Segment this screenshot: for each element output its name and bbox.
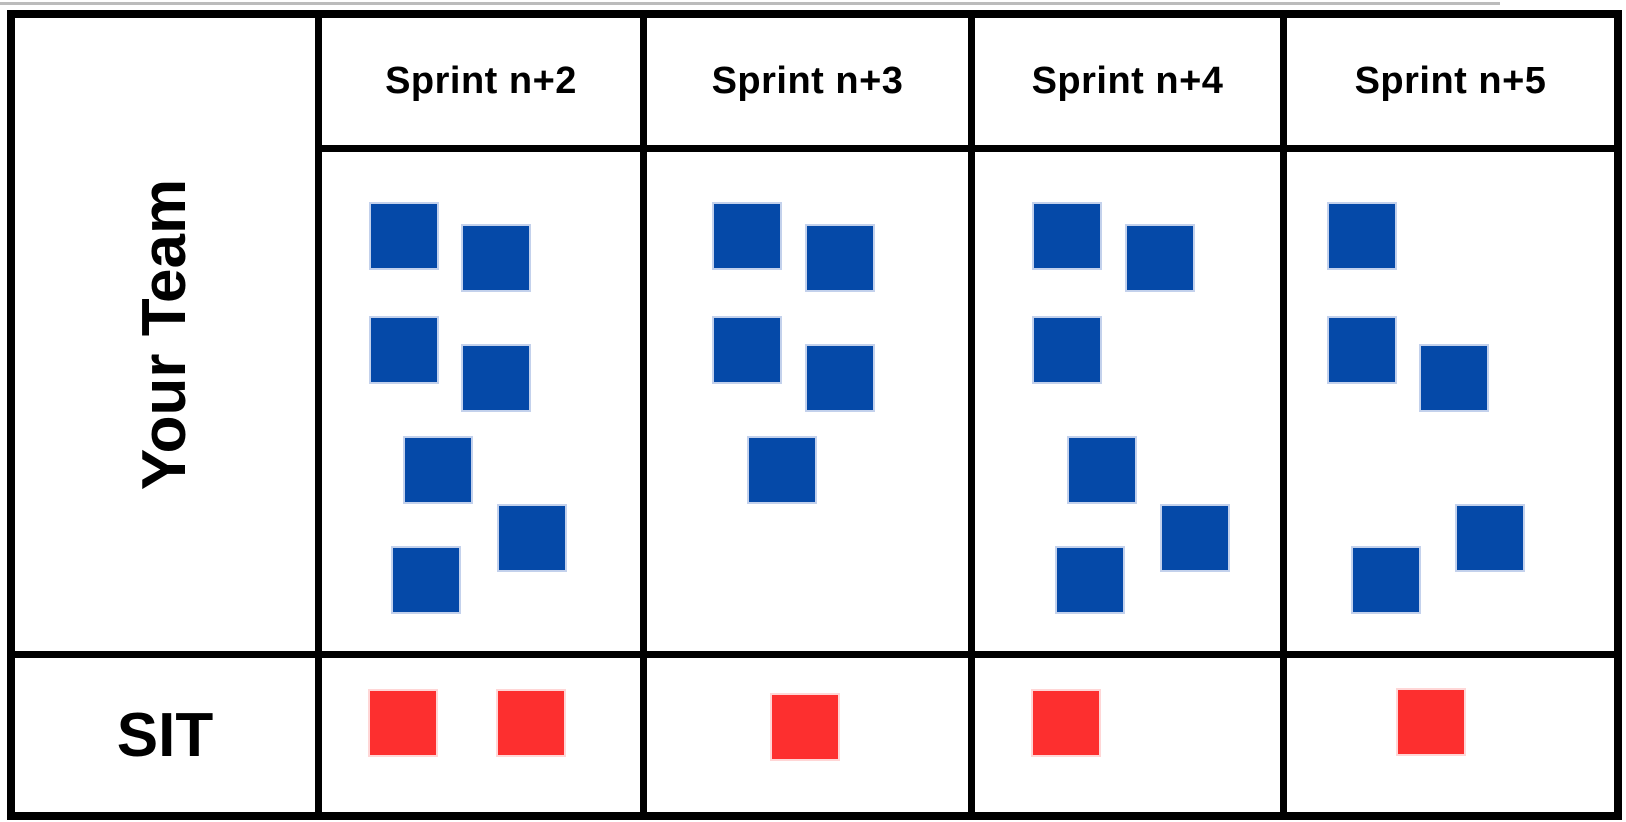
sit-story-square — [368, 689, 438, 757]
team-story-square — [1032, 202, 1102, 270]
team-story-square — [1125, 224, 1195, 292]
team-story-square — [1160, 504, 1230, 572]
top-edge-line — [0, 2, 1500, 5]
team-story-square — [1327, 202, 1397, 270]
header-sprint-n2-label: Sprint n+2 — [385, 60, 577, 102]
sit-story-square — [496, 689, 566, 757]
header-sprint-n4-label: Sprint n+4 — [1031, 60, 1224, 102]
team-story-square — [369, 316, 439, 384]
team-cell-sprint-n4 — [975, 152, 1280, 651]
sit-cell-sprint-n2 — [322, 658, 640, 812]
row-label-sit-cell: SIT — [15, 658, 315, 812]
divider-sprint2-sprint3 — [640, 18, 647, 812]
divider-sprint4-sprint5 — [1280, 18, 1287, 812]
team-story-square — [1327, 316, 1397, 384]
team-cell-sprint-n2 — [322, 152, 640, 651]
header-sprint-n5: Sprint n+5 — [1287, 18, 1614, 145]
team-story-square — [1055, 546, 1125, 614]
header-sprint-n2: Sprint n+2 — [322, 18, 640, 145]
team-story-square — [1455, 504, 1525, 572]
team-story-square — [461, 224, 531, 292]
sit-story-square — [770, 693, 840, 761]
sit-story-square — [1396, 688, 1466, 756]
header-sprint-n3: Sprint n+3 — [647, 18, 968, 145]
divider-team-sit — [15, 651, 1614, 658]
team-story-square — [1351, 546, 1421, 614]
header-sprint-n3-label: Sprint n+3 — [711, 60, 904, 102]
sprint-table: Sprint n+2 Sprint n+3 Sprint n+4 Sprint … — [7, 10, 1622, 820]
team-story-square — [1419, 344, 1489, 412]
team-story-square — [712, 202, 782, 270]
sit-cell-sprint-n4 — [975, 658, 1280, 812]
row-label-your-team: Your Team — [130, 178, 200, 491]
team-cell-sprint-n5 — [1287, 152, 1614, 651]
divider-header-body — [315, 145, 1614, 152]
team-story-square — [461, 344, 531, 412]
divider-teamcol-sprint2 — [315, 18, 322, 812]
sit-cell-sprint-n3 — [647, 658, 968, 812]
team-story-square — [747, 436, 817, 504]
team-story-square — [369, 202, 439, 270]
team-story-square — [712, 316, 782, 384]
divider-sprint3-sprint4 — [968, 18, 975, 812]
team-story-square — [805, 224, 875, 292]
row-label-your-team-cell: Your Team — [15, 18, 315, 651]
header-sprint-n4: Sprint n+4 — [975, 18, 1280, 145]
team-story-square — [391, 546, 461, 614]
sit-story-square — [1031, 689, 1101, 757]
team-story-square — [403, 436, 473, 504]
team-cell-sprint-n3 — [647, 152, 968, 651]
header-sprint-n5-label: Sprint n+5 — [1354, 60, 1547, 102]
team-story-square — [1032, 316, 1102, 384]
team-story-square — [497, 504, 567, 572]
row-label-sit: SIT — [116, 700, 214, 770]
sit-cell-sprint-n5 — [1287, 658, 1614, 812]
team-story-square — [805, 344, 875, 412]
team-story-square — [1067, 436, 1137, 504]
